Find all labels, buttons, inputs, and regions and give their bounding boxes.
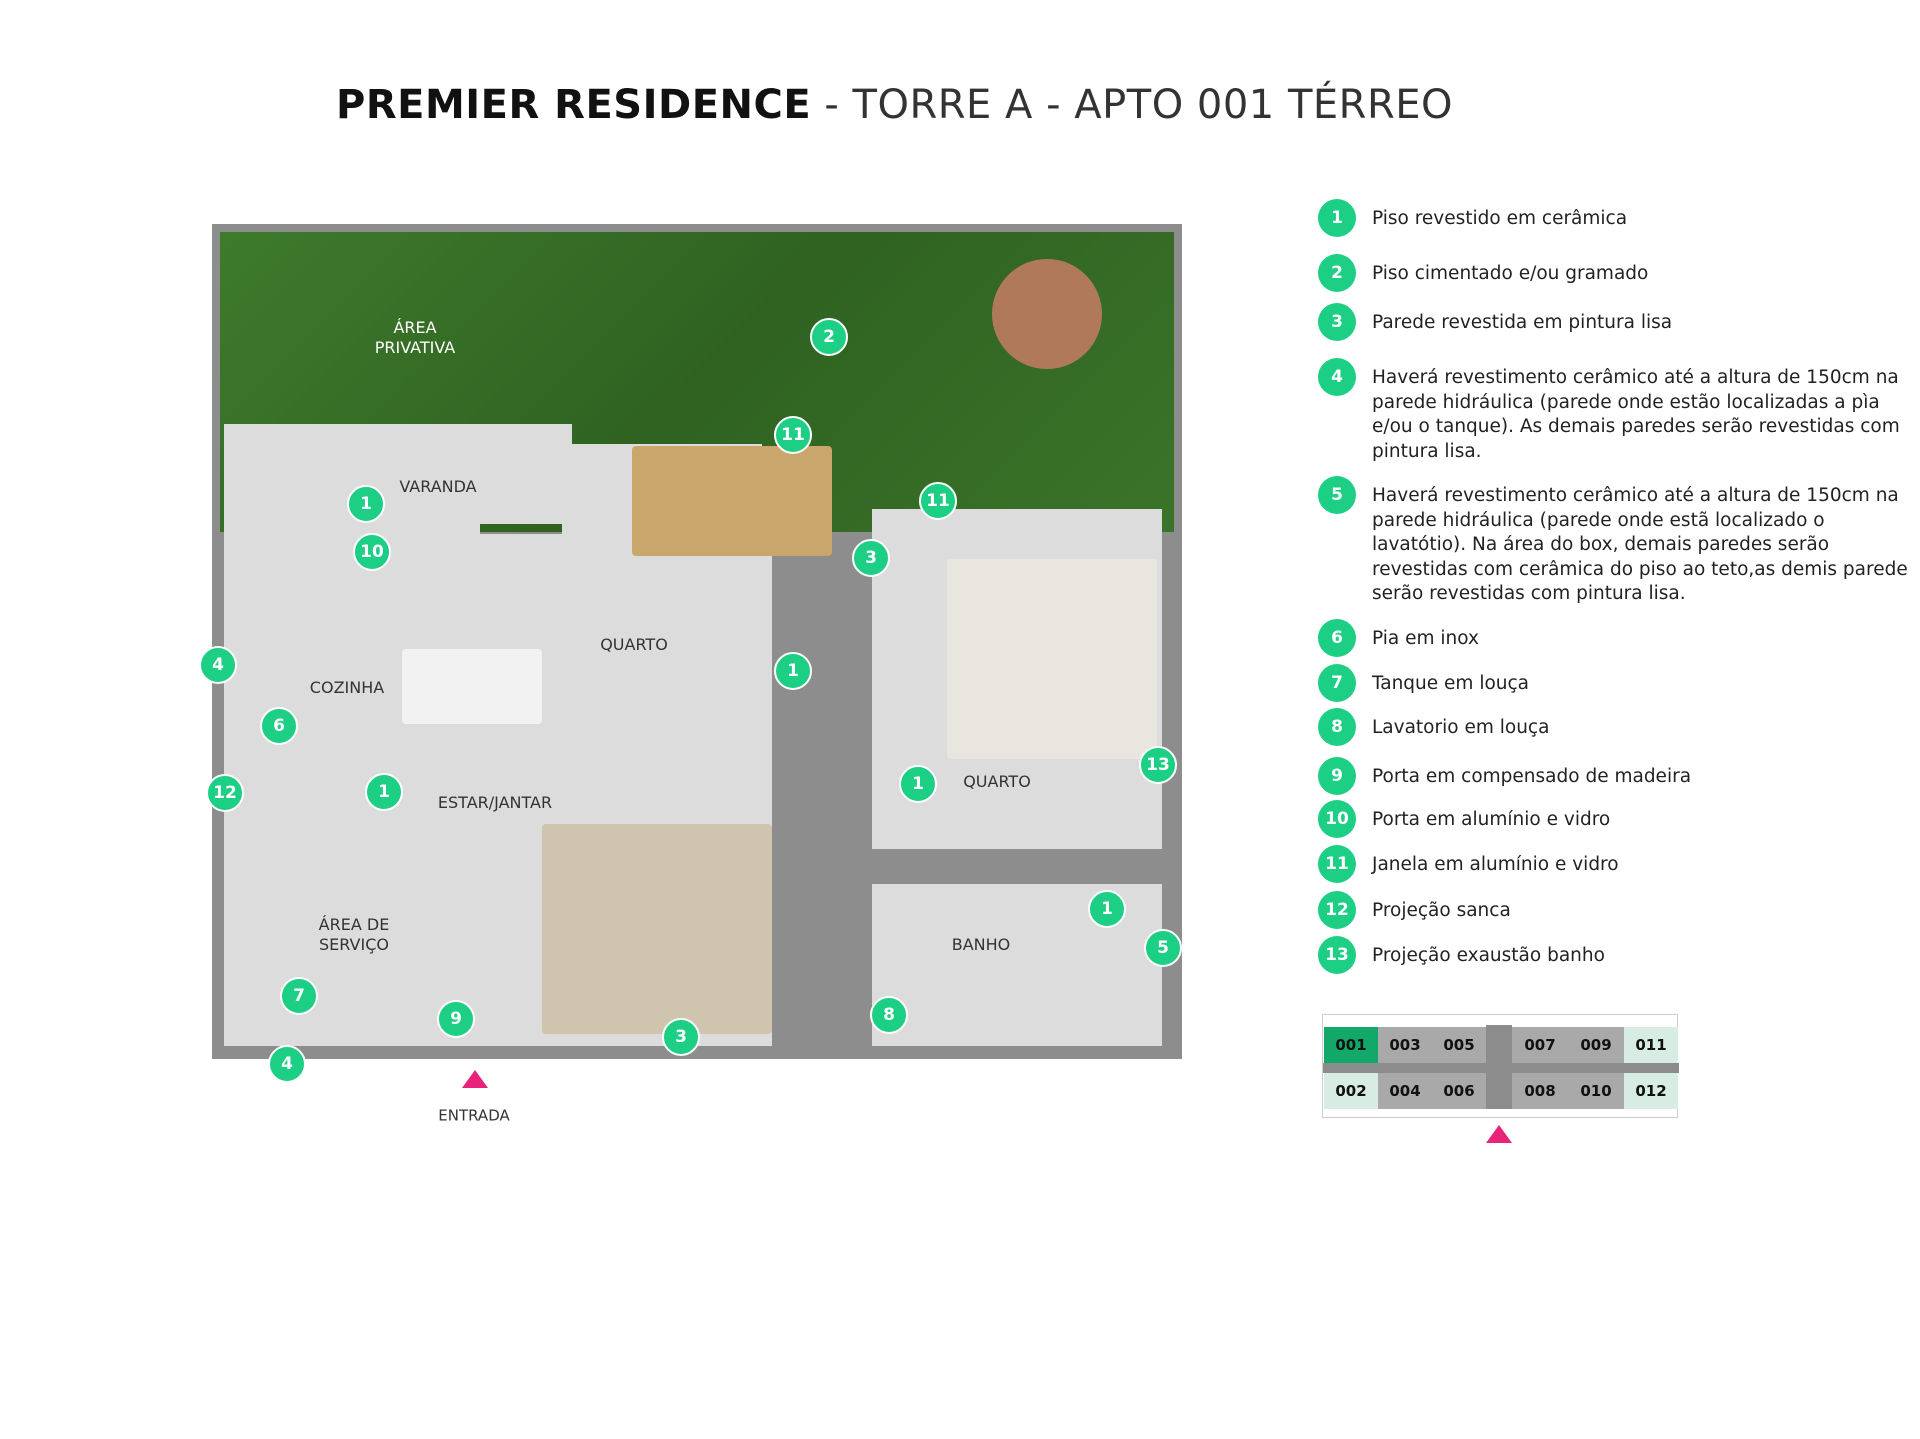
unit-006: 006 [1432, 1073, 1486, 1109]
title-unit: - TORRE A - APTO 001 TÉRREO [811, 82, 1453, 128]
rug-sofa-icon [542, 824, 772, 1034]
legend-item: 1 Piso revestido em cerâmica [1318, 199, 1918, 237]
marker: 4 [199, 646, 237, 684]
marker: 1 [1088, 890, 1126, 928]
legend-text: Porta em alumínio e vidro [1372, 809, 1611, 830]
unit-005: 005 [1432, 1027, 1486, 1063]
legend-text: Piso revestido em cerâmica [1372, 208, 1628, 229]
unit-003: 003 [1378, 1027, 1432, 1063]
marker: 11 [774, 416, 812, 454]
legend-item: 13 Projeção exaustão banho [1318, 936, 1918, 974]
legend-item: 4 Haverá revestimento cerâmico até a altu… [1318, 358, 1918, 464]
legend-item: 5 Haverá revestimento cerâmico até a altu… [1318, 476, 1918, 607]
unit-010: 010 [1568, 1073, 1624, 1109]
marker: 3 [852, 539, 890, 577]
dining-table-icon [402, 649, 542, 724]
key-core [1486, 1025, 1512, 1109]
legend-number: 4 [1318, 358, 1356, 396]
legend-item: 7 Tanque em louça [1318, 664, 1918, 702]
marker: 4 [268, 1045, 306, 1083]
legend-number: 7 [1318, 664, 1356, 702]
unit-002: 002 [1324, 1073, 1378, 1109]
entrance-arrow-icon [462, 1070, 488, 1088]
legend-item: 3 Parede revestida em pintura lisa [1318, 303, 1918, 341]
unit-011: 011 [1624, 1027, 1678, 1063]
legend-number: 3 [1318, 303, 1356, 341]
unit-012: 012 [1624, 1073, 1678, 1109]
key-plan: 001 003 005 007 009 011 002 004 006 008 … [1322, 1014, 1679, 1118]
legend-number: 12 [1318, 891, 1356, 929]
legend-text: Projeção sanca [1372, 900, 1511, 921]
legend-text: Haverá revestimento cerâmico até a altur… [1372, 367, 1900, 462]
legend-item: 6 Pia em inox [1318, 619, 1918, 657]
garden-table-icon [992, 259, 1102, 369]
marker: 3 [662, 1018, 700, 1056]
marker: 13 [1139, 746, 1177, 784]
legend-text: Piso cimentado e/ou gramado [1372, 263, 1649, 284]
marker: 8 [870, 996, 908, 1034]
legend-item: 8 Lavatorio em louça [1318, 708, 1918, 746]
legend-text: Pia em inox [1372, 628, 1479, 649]
marker: 6 [260, 707, 298, 745]
marker: 9 [437, 1000, 475, 1038]
legend-item: 11 Janela em alumínio e vidro [1318, 845, 1918, 883]
legend-text: Janela em alumínio e vidro [1372, 854, 1619, 875]
title-project: PREMIER RESIDENCE [336, 82, 812, 128]
legend-number: 10 [1318, 800, 1356, 838]
room-label-area-privativa: ÁREA PRIVATIVA [374, 318, 456, 357]
key-entrance-arrow-icon [1486, 1125, 1512, 1143]
marker: 2 [810, 318, 848, 356]
legend-number: 11 [1318, 845, 1356, 883]
marker: 12 [206, 774, 244, 812]
entrance-label: ENTRADA [438, 1106, 510, 1125]
legend-text: Tanque em louça [1372, 673, 1530, 694]
double-bed-icon [947, 559, 1157, 759]
legend-number: 9 [1318, 757, 1356, 795]
legend-item: 2 Piso cimentado e/ou gramado [1318, 254, 1918, 292]
legend-number: 5 [1318, 476, 1356, 514]
legend-text: Lavatorio em louça [1372, 717, 1550, 738]
floor-plan: ÁREA PRIVATIVA VARANDA QUARTO COZINHA ES… [199, 224, 1182, 1083]
marker: 1 [899, 765, 937, 803]
room-label-estar-jantar: ESTAR/JANTAR [437, 793, 553, 812]
room-label-area-servico: ÁREA DE SERVIÇO [318, 915, 390, 954]
unit-001: 001 [1324, 1027, 1378, 1063]
marker: 7 [280, 977, 318, 1015]
legend-item: 10 Porta em alumínio e vidro [1318, 800, 1918, 838]
room-label-quarto-1: QUARTO [600, 635, 668, 654]
room-label-banho: BANHO [951, 935, 1011, 954]
marker: 1 [365, 773, 403, 811]
legend-number: 1 [1318, 199, 1356, 237]
page-title: PREMIER RESIDENCE - TORRE A - APTO 001 T… [336, 82, 1453, 128]
room-label-cozinha: COZINHA [309, 678, 385, 697]
room-label-quarto-2: QUARTO [963, 772, 1031, 791]
unit-007: 007 [1512, 1027, 1568, 1063]
legend-text: Porta em compensado de madeira [1372, 766, 1692, 787]
legend-number: 8 [1318, 708, 1356, 746]
marker: 1 [347, 485, 385, 523]
legend-text: Parede revestida em pintura lisa [1372, 312, 1673, 333]
marker: 5 [1144, 929, 1182, 967]
legend-text: Projeção exaustão banho [1372, 945, 1605, 966]
legend-text: Haverá revestimento cerâmico até a altur… [1372, 485, 1908, 604]
unit-008: 008 [1512, 1073, 1568, 1109]
balcony-floor [272, 424, 572, 524]
bed-icon [632, 446, 832, 556]
legend-number: 13 [1318, 936, 1356, 974]
legend-number: 6 [1318, 619, 1356, 657]
marker: 10 [353, 533, 391, 571]
legend-number: 2 [1318, 254, 1356, 292]
legend-item: 12 Projeção sanca [1318, 891, 1918, 929]
room-label-varanda: VARANDA [399, 477, 477, 496]
marker: 1 [774, 652, 812, 690]
unit-009: 009 [1568, 1027, 1624, 1063]
legend-item: 9 Porta em compensado de madeira [1318, 757, 1918, 795]
unit-004: 004 [1378, 1073, 1432, 1109]
marker: 11 [919, 482, 957, 520]
